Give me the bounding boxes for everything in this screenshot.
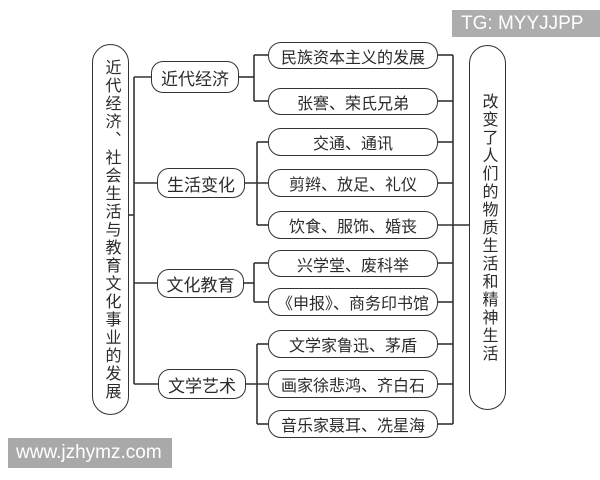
category-box-modern-economy: 近代经济 bbox=[151, 61, 239, 93]
category-box-life-changes: 生活变化 bbox=[157, 168, 245, 198]
detail-box: 民族资本主义的发展 bbox=[268, 42, 438, 69]
category-box-culture-education: 文化教育 bbox=[157, 269, 244, 298]
category-box-literature-art: 文学艺术 bbox=[158, 369, 246, 399]
root-topic-label: 近代经济、社会生活与教育文化事业的发展 bbox=[102, 58, 120, 401]
root-topic-box: 近代经济、社会生活与教育文化事业的发展 bbox=[92, 44, 129, 415]
detail-box: 饮食、服饰、婚丧 bbox=[268, 211, 438, 239]
detail-box: 文学家鲁迅、茅盾 bbox=[268, 330, 438, 358]
detail-box: 《申报》、商务印书馆 bbox=[268, 288, 438, 316]
detail-box: 交通、通讯 bbox=[268, 128, 438, 156]
watermark: www.jzhymz.com bbox=[8, 438, 172, 468]
detail-box: 音乐家聂耳、冼星海 bbox=[268, 410, 438, 438]
detail-box: 兴学堂、废科举 bbox=[268, 250, 438, 277]
tg-badge: TG: MYYJJPP bbox=[452, 10, 600, 37]
detail-box: 剪辫、放足、礼仪 bbox=[268, 169, 438, 197]
conclusion-box: 改变了人们的物质生活和精神生活 bbox=[469, 45, 506, 410]
detail-box: 张謇、荣氏兄弟 bbox=[268, 88, 438, 115]
conclusion-label: 改变了人们的物质生活和精神生活 bbox=[479, 92, 497, 363]
detail-box: 画家徐悲鸿、齐白石 bbox=[268, 370, 438, 398]
